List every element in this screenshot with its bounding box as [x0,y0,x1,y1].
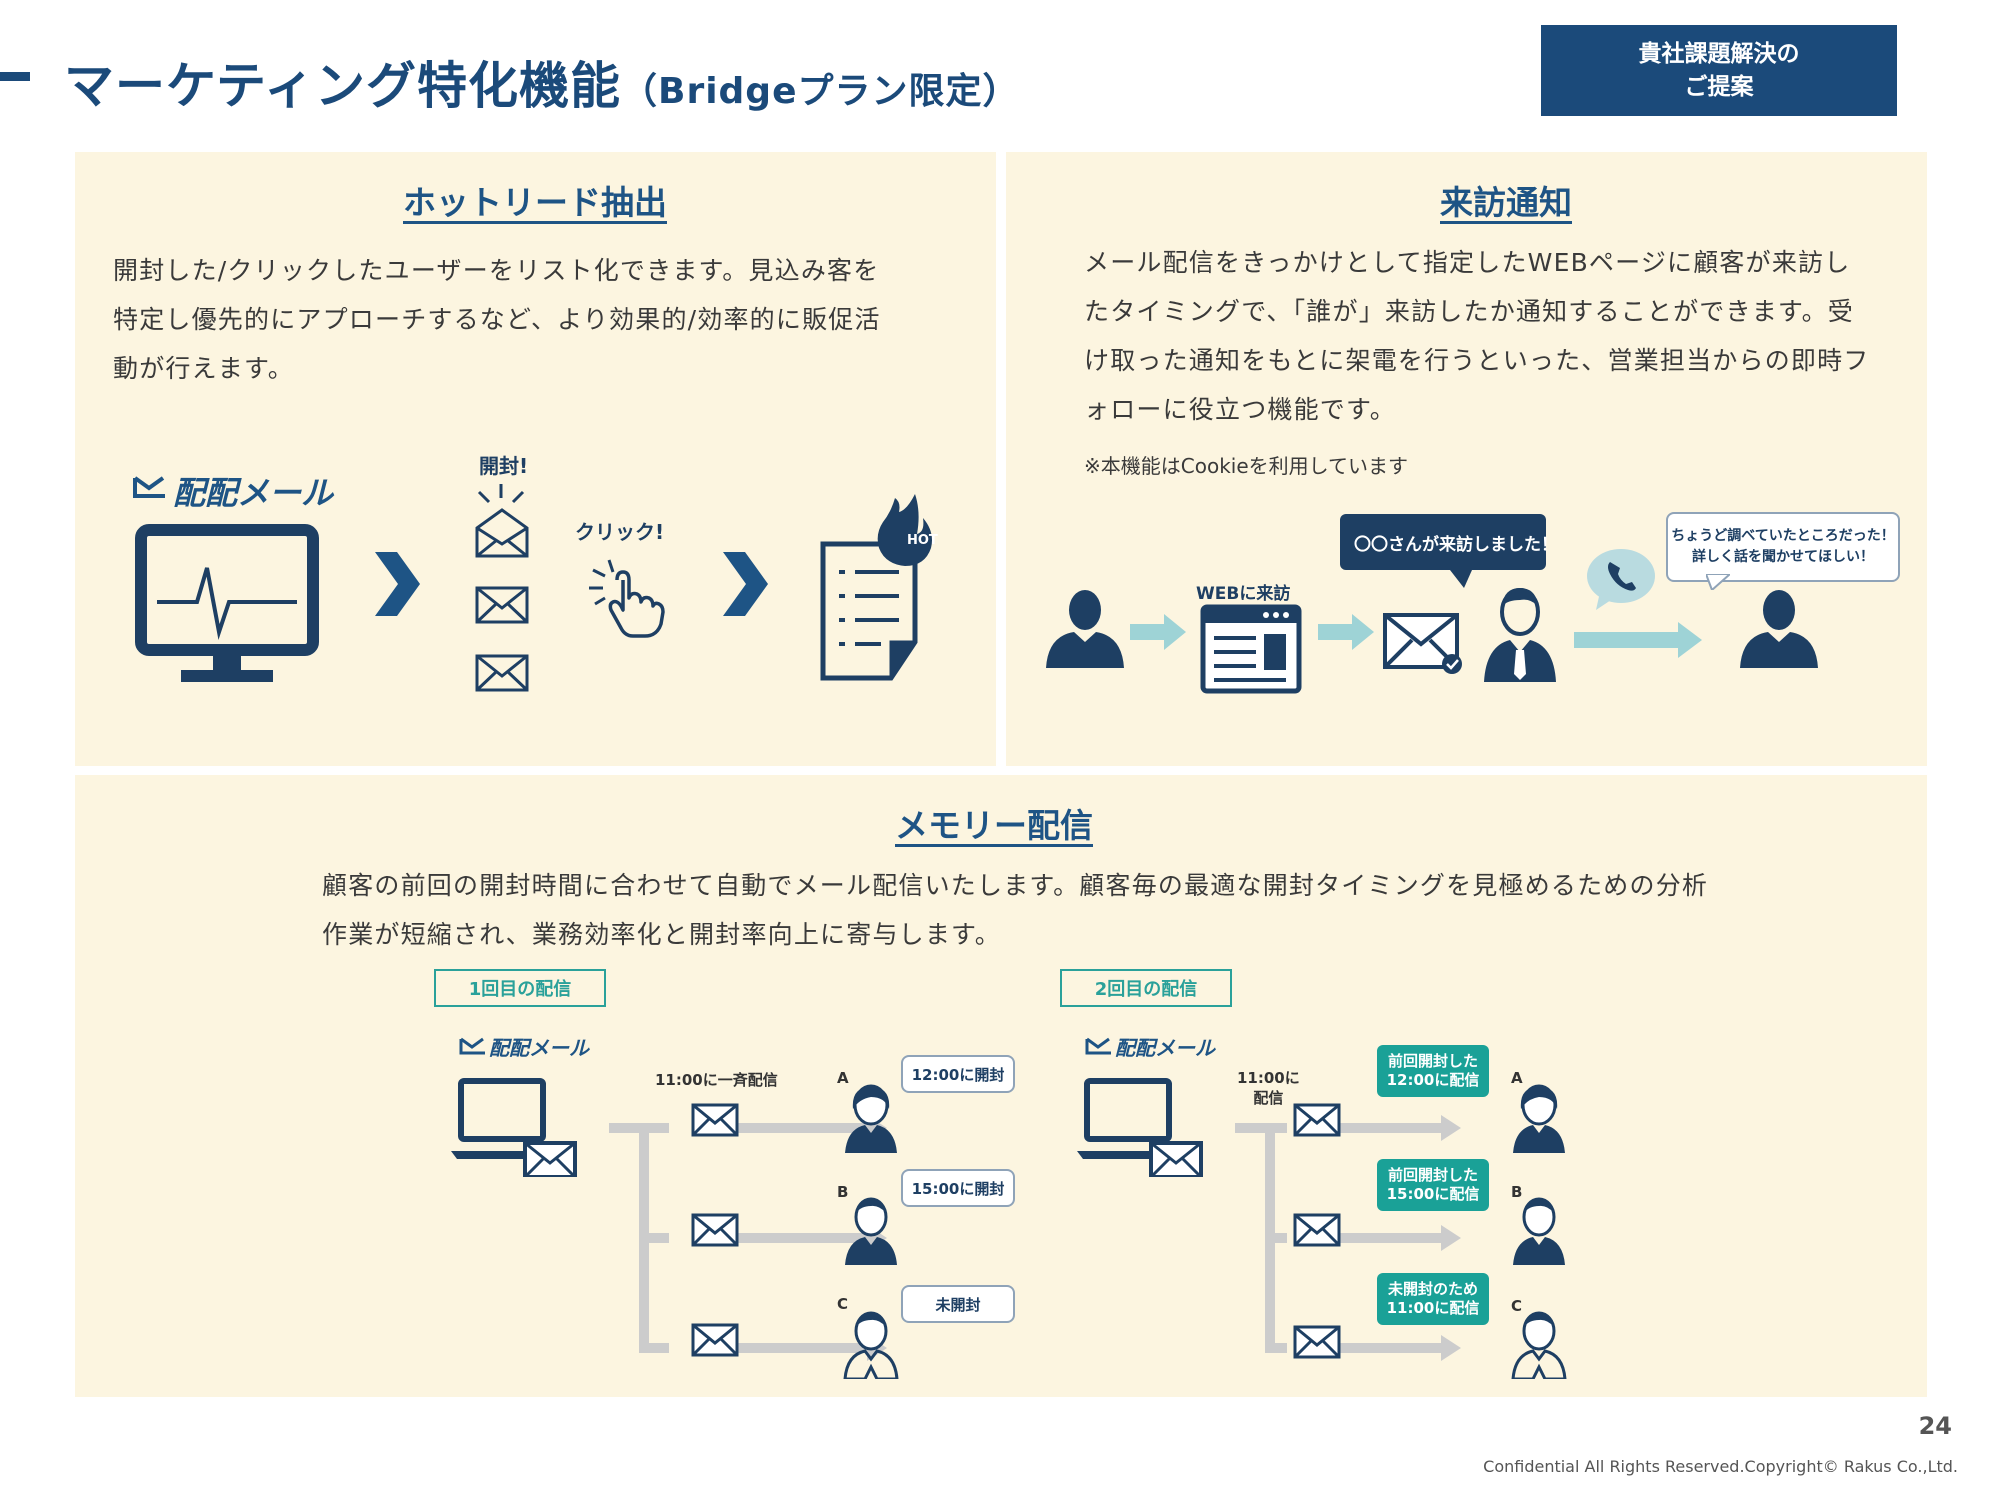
hotlead-title: ホットリード抽出 [403,183,667,222]
haihai-logo-text: 配配メール [1115,1036,1215,1060]
customer-reply-bubble: ちょうど調べていたところだった！ 詳しく話を聞かせてほしい！ [1666,512,1900,582]
arrow-right-icon [1318,614,1374,654]
visit-notification-bubble [1340,514,1546,594]
open-envelope-icon [475,508,529,562]
female-person-icon [1509,1083,1569,1157]
recipient-letter: C [1511,1297,1523,1315]
proposal-badge: 貴社課題解決の ご提案 [1541,25,1897,116]
arrow-right-icon [1130,614,1186,654]
haihai-logo [1085,1035,1115,1061]
visit-body: メール配信をきっかけとして指定したWEBページに顧客が来訪したタイミングで、「誰… [1084,248,1870,424]
long-arrow-right-icon [1574,622,1702,662]
phone-call-icon [1586,548,1656,614]
envelope-icon [691,1323,739,1361]
web-visit-label: WEBに来訪 [1196,584,1291,604]
first-delivery-tab: 1回目の配信 [434,969,606,1007]
memory-panel: メモリー配信 顧客の前回の開封時間に合わせて自動でメール配信いたします。顧客毎の… [75,775,1927,1397]
click-label: クリック! [575,520,665,544]
hot-list-document-icon [815,492,935,696]
page-title-sub: （Bridgeプラン限定） [621,71,1020,112]
bubble-tail [1704,573,1733,594]
page-number: 24 [1918,1412,1952,1440]
envelope-icon [1293,1325,1341,1363]
visit-panel: 来訪通知 メール配信をきっかけとして指定したWEBページに顧客が来訪したタイミン… [1006,152,1927,766]
open-time-bubble: 未開封 [901,1285,1015,1323]
female-person-icon [841,1083,901,1157]
envelope-icon [691,1103,739,1141]
open-time-bubble: 15:00に開封 [901,1169,1015,1207]
second-delivery-tab: 2回目の配信 [1060,969,1232,1007]
envelope-icon [475,586,529,628]
laptop-mail-icon [449,1077,579,1181]
chevron-right-icon [723,552,768,620]
badge-line-1: 貴社課題解決の [1638,41,1800,68]
open-label: 開封! [479,454,529,478]
customer-person-icon [1738,588,1820,672]
page-title: マーケティング特化機能（Bridgeプラン限定） [64,57,1020,115]
recipient-letter: A [1511,1069,1523,1087]
male-person-icon [1509,1195,1569,1269]
chevron-right-icon [375,552,420,620]
open-sparkle-icon [473,482,529,514]
haihai-logo [459,1035,489,1061]
open-time-bubble: 12:00に開封 [901,1055,1015,1093]
delivery-time-bubble: 前回開封した 12:00に配信 [1377,1045,1489,1097]
haihai-logo-text: 配配メール [173,474,334,512]
envelope-icon [1293,1213,1341,1251]
cookie-note: ※本機能はCookieを利用しています [1084,454,1409,478]
recipient-letter: B [1511,1183,1523,1201]
second-delivery-tree [1235,1115,1475,1369]
click-hand-icon [583,550,673,644]
delivery-time-bubble: 未開封のため 11:00に配信 [1377,1273,1489,1325]
male-person-icon [1509,1309,1569,1383]
first-send-label: 11:00に一斉配信 [655,1071,778,1089]
male-person-icon [841,1309,901,1383]
haihai-logo-text: 配配メール [489,1036,589,1060]
male-person-icon [841,1195,901,1269]
mail-check-icon [1382,612,1464,680]
monitor-icon [135,524,325,698]
visit-title: 来訪通知 [1440,183,1572,222]
envelope-icon [475,654,529,696]
recipient-letter: C [837,1295,849,1313]
hot-label: HOT [907,533,938,548]
memory-body: 顧客の前回の開封時間に合わせて自動でメール配信いたします。顧客毎の最適な開封タイ… [322,871,1709,949]
memory-title: メモリー配信 [895,806,1093,845]
hotlead-panel: ホットリード抽出 開封した/クリックしたユーザーをリスト化できます。見込み客を特… [75,152,996,766]
recipient-letter: A [837,1069,849,1087]
badge-line-2: ご提案 [1684,73,1754,100]
envelope-icon [1293,1103,1341,1141]
second-send-label: 11:00に 配信 [1237,1069,1300,1107]
customer-person-icon [1044,588,1126,672]
webpage-icon [1200,604,1302,698]
delivery-time-bubble: 前回開封した 15:00に配信 [1377,1159,1489,1211]
haihai-logo [131,470,321,514]
salesperson-icon [1480,584,1560,688]
recipient-letter: B [837,1183,849,1201]
title-accent-bar [0,72,30,81]
hotlead-body: 開封した/クリックしたユーザーをリスト化できます。見込み客を特定し優先的にアプロ… [113,256,881,383]
copyright-footer: Confidential All Rights Reserved.Copyrig… [1483,1457,1958,1476]
laptop-mail-icon [1075,1077,1205,1181]
visit-notification-text: 〇〇さんが来訪しました！ [1354,535,1558,555]
envelope-icon [691,1213,739,1251]
